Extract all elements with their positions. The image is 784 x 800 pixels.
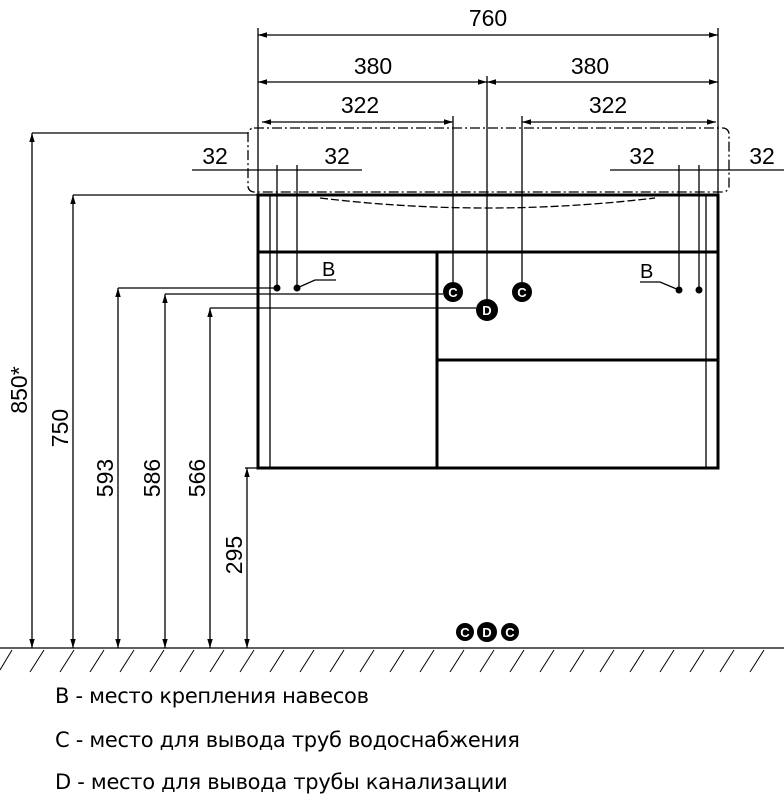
dim-750: 750 (47, 409, 73, 447)
dim-295: 295 (221, 536, 247, 574)
svg-text:C: C (517, 285, 527, 300)
svg-text:C: C (505, 625, 515, 640)
marker-c-right: C (512, 282, 532, 302)
b-mount-dots (273, 284, 703, 294)
dim-593: 593 (92, 459, 118, 497)
cabinet-body (256, 193, 720, 470)
dim-322-left: 322 (341, 92, 379, 118)
dim-760: 760 (469, 5, 507, 31)
legend-c: C - место для вывода труб водоснабжения (55, 728, 520, 752)
marker-d: D (476, 299, 498, 321)
floor-marker-c-left: C (456, 623, 474, 641)
dim-850: 850* (6, 366, 32, 413)
svg-text:D: D (482, 625, 491, 640)
dim-32-left-outer: 32 (202, 143, 228, 169)
dim-380-right: 380 (571, 53, 609, 79)
floor-hatch (0, 649, 765, 673)
legend-d: D - место для вывода трубы канализации (55, 770, 508, 794)
floor-marker-d: D (477, 622, 497, 642)
dim-32-left-inner: 32 (324, 143, 350, 169)
dim-586: 586 (139, 459, 165, 497)
legend-b: B - место крепления навесов (55, 684, 369, 708)
countertop-outline (247, 127, 730, 193)
dim-32-right-inner: 32 (629, 143, 655, 169)
svg-text:C: C (460, 625, 470, 640)
floor-marker-c-right: C (501, 623, 519, 641)
dim-32-right-outer: 32 (749, 143, 775, 169)
marker-b-left: B (322, 259, 335, 281)
dim-566: 566 (184, 459, 210, 497)
marker-c-left: C (443, 282, 463, 302)
svg-text:D: D (482, 303, 491, 318)
dim-380-left: 380 (354, 53, 392, 79)
dim-322-right: 322 (589, 92, 627, 118)
marker-b-right: B (640, 261, 653, 283)
svg-text:C: C (448, 285, 458, 300)
